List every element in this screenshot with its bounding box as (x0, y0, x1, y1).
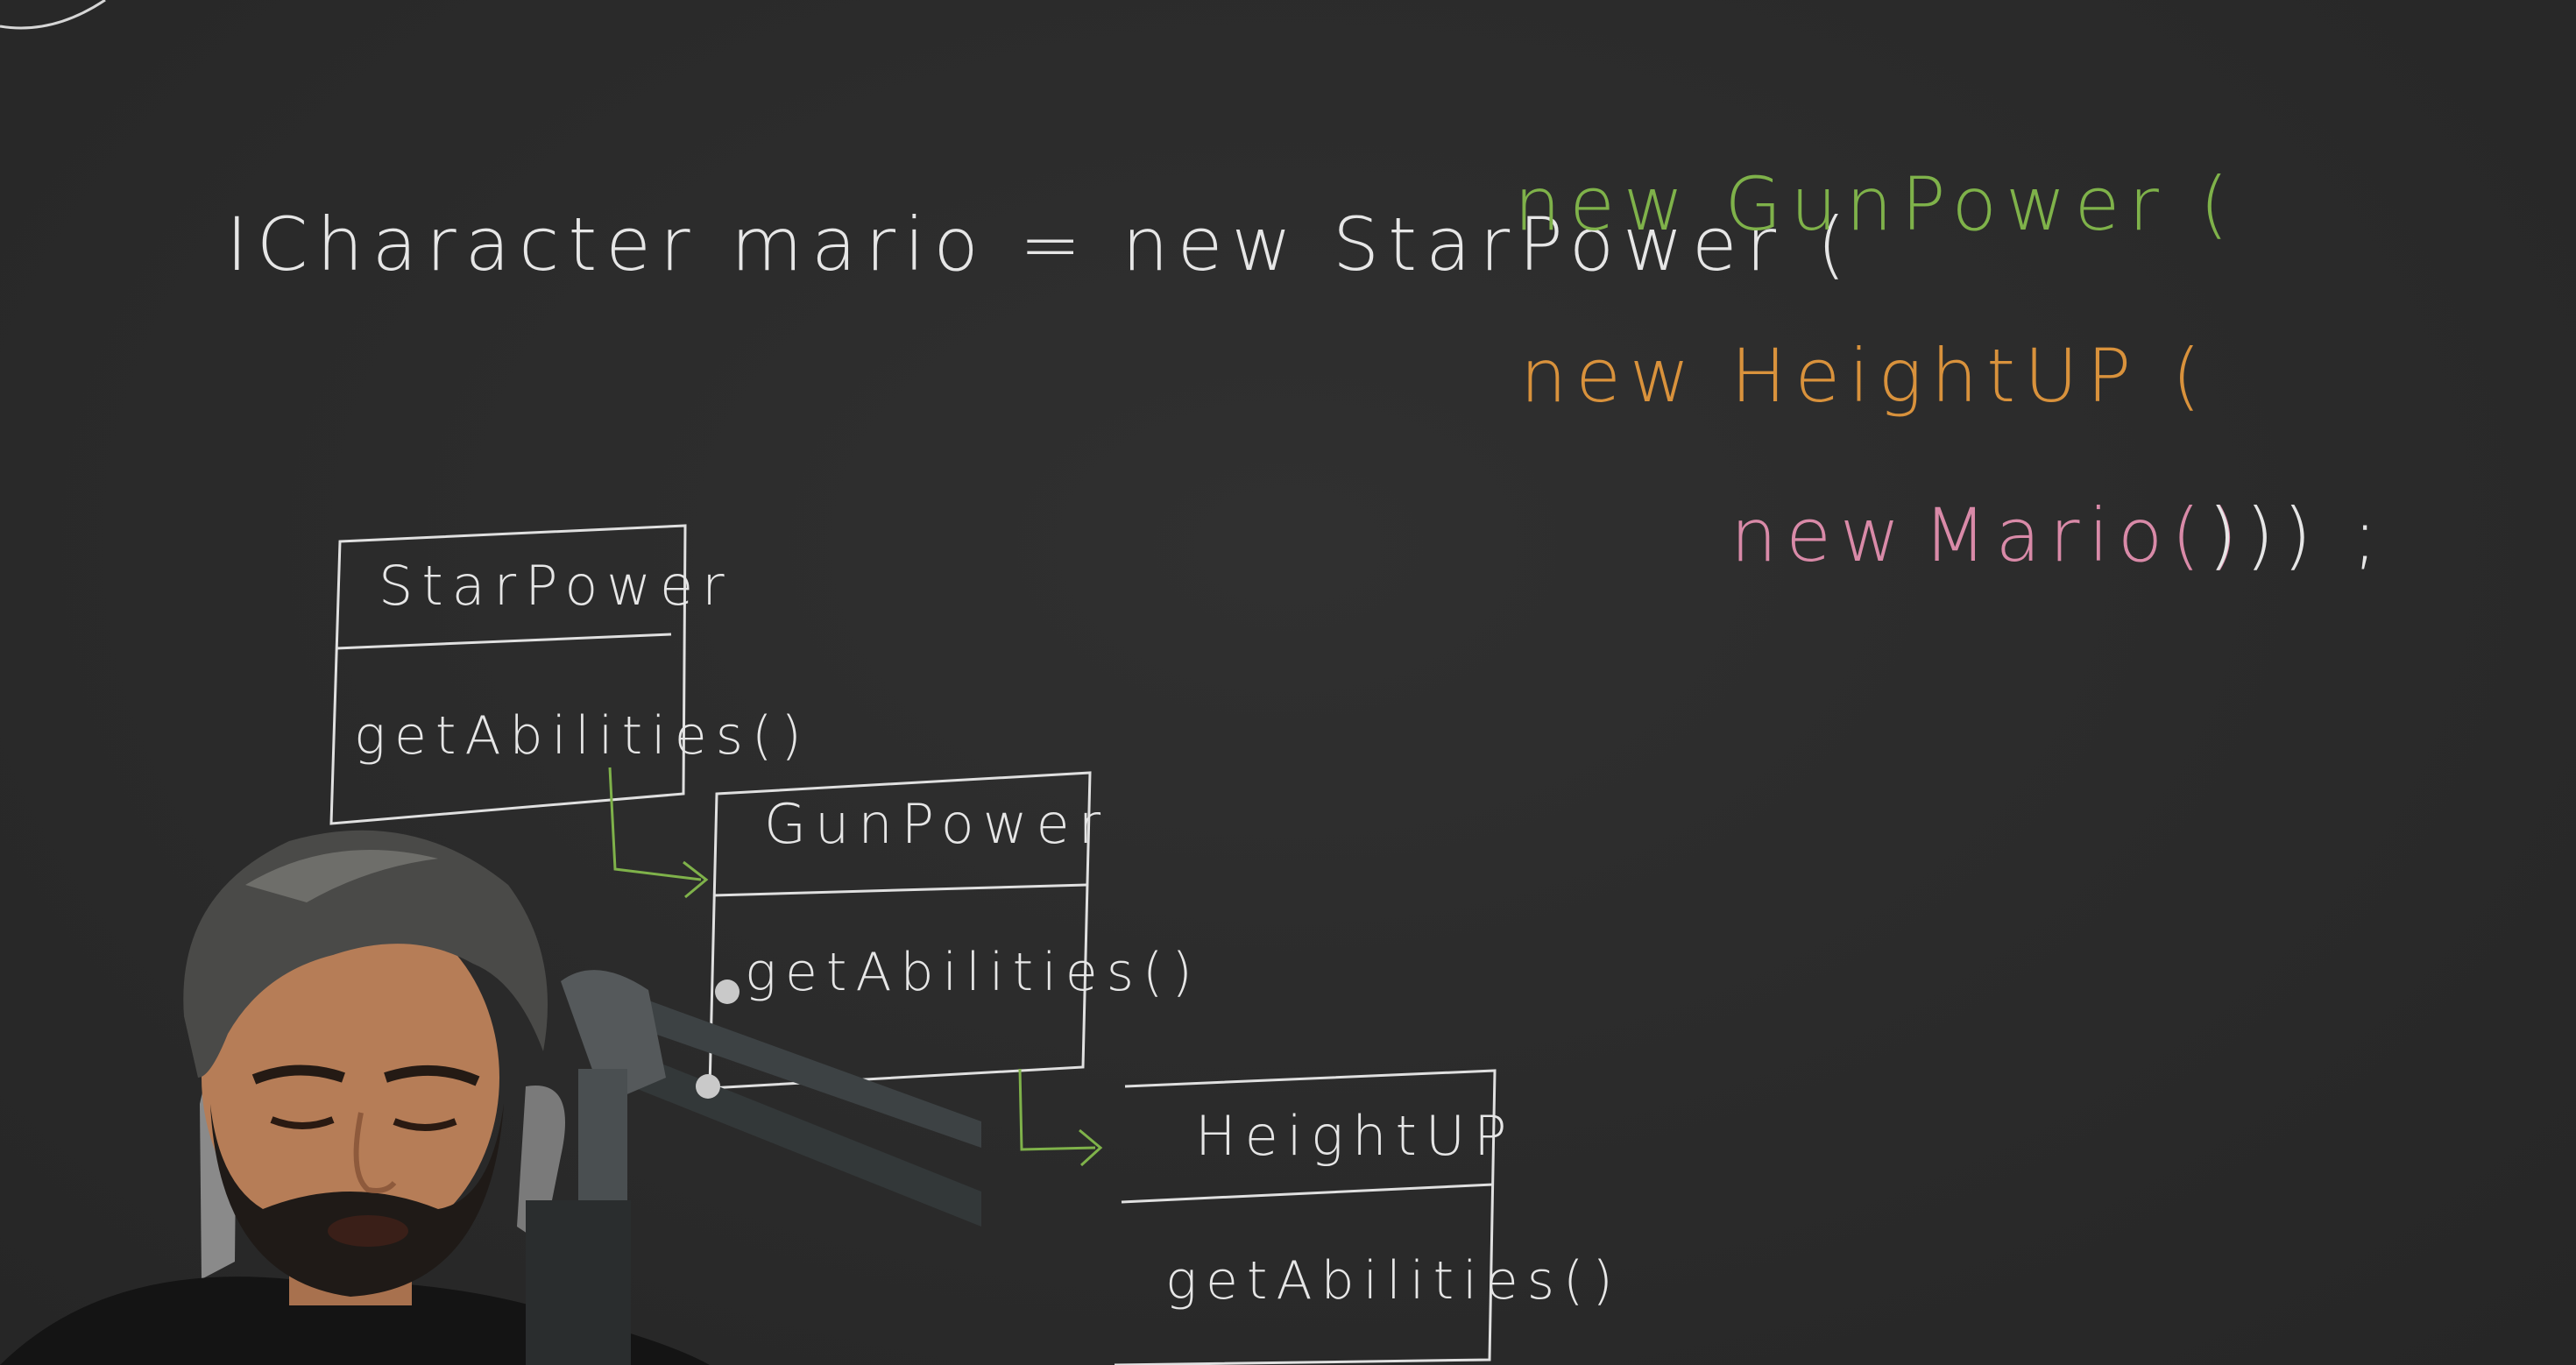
arrow-starpower-to-gunpower (608, 767, 702, 881)
presenter-hair-highlight (245, 850, 438, 902)
heightup-box-divider (1121, 1183, 1494, 1204)
gunpower-box-method: getAbilities() (745, 942, 1201, 1003)
presenter-eye-right (393, 1118, 457, 1131)
starpower-box-outline (329, 524, 687, 825)
heightup-box: HeightUP getAbilities() (1114, 1069, 1622, 1365)
presenter-eyebrow-right (384, 1064, 480, 1086)
arrow-gunpower-to-heightup (1018, 1068, 1096, 1151)
code-line-3-new: new (1730, 492, 1909, 578)
gunpower-box-outline (708, 771, 1092, 1090)
arrow-head-heightup (1079, 1128, 1103, 1167)
presenter-nose (353, 1112, 397, 1193)
code-line-3-mario: Mario() (1923, 492, 2247, 578)
gunpower-box-title: GunPower (764, 792, 1109, 856)
heightup-box-title: HeightUP (1195, 1104, 1516, 1168)
code-line-1-declaration: ICharacter mario = new StarPower ( (226, 202, 1855, 287)
presenter-mouth (328, 1215, 408, 1247)
code-line-2-heightup: new HeightUP ( (1520, 333, 2210, 419)
gunpower-box-divider (712, 883, 1087, 897)
starpower-box-title: StarPower (379, 554, 733, 618)
presenter-eye-left (270, 1116, 335, 1129)
heightup-box-outline (1114, 1069, 1497, 1365)
starpower-box-divider (336, 633, 672, 650)
code-line-3-closing: ))) ; (2208, 492, 2386, 578)
presenter-webcam (0, 830, 981, 1365)
gunpower-box: GunPower getAbilities() (708, 771, 1201, 1090)
starpower-box-method: getAbilities() (354, 705, 810, 767)
corner-scribble (0, 0, 106, 30)
presenter-beard (210, 1104, 504, 1297)
arrow-head-gunpower (683, 860, 709, 899)
presenter-face (202, 902, 499, 1253)
microphone-arm (526, 970, 981, 1365)
starpower-box: StarPower getAbilities() (329, 524, 810, 825)
heightup-box-method: getAbilities() (1165, 1250, 1622, 1312)
presenter-eyebrow-left (251, 1064, 345, 1085)
code-line-1-gunpower: new GunPower ( (1514, 161, 2237, 247)
